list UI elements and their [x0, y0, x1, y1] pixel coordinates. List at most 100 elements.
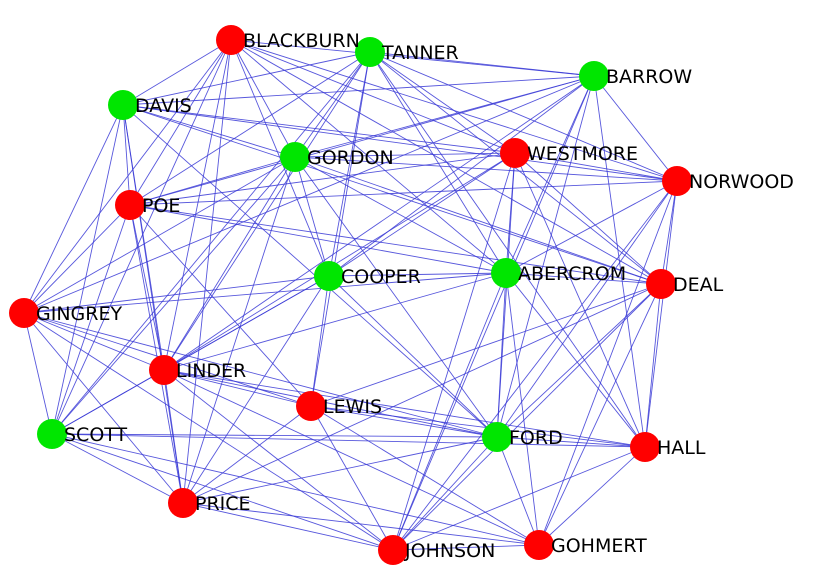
edge-gordon-cooper	[294, 156, 330, 277]
edge-blackburn-cooper	[230, 39, 330, 277]
edge-tanner-barrow	[369, 51, 595, 77]
edge-barrow-cooper	[328, 75, 595, 277]
edge-linder-johnson	[163, 369, 394, 551]
edge-ford-gohmert	[496, 436, 540, 546]
node-scott[interactable]	[37, 419, 67, 449]
edge-abercrom-hall	[505, 272, 646, 448]
node-norwood[interactable]	[662, 166, 692, 196]
edge-ford-johnson	[392, 436, 498, 551]
edge-deal-hall	[644, 283, 662, 448]
edge-cooper-abercrom	[328, 272, 507, 277]
edge-norwood-poe	[129, 180, 678, 206]
edge-davis-poe	[122, 104, 131, 206]
edge-davis-norwood	[122, 104, 678, 182]
edge-davis-gordon	[122, 104, 296, 158]
edge-linder-scott	[51, 369, 165, 435]
node-hall[interactable]	[630, 432, 660, 462]
edge-tanner-lewis	[310, 51, 371, 407]
node-price[interactable]	[168, 488, 198, 518]
edge-gordon-scott	[51, 156, 296, 435]
edge-gordon-linder	[163, 156, 296, 371]
node-johnson[interactable]	[378, 535, 408, 565]
edges-layer	[23, 39, 678, 551]
edge-scott-hall	[51, 433, 646, 448]
node-abercrom[interactable]	[491, 258, 521, 288]
node-tanner[interactable]	[355, 37, 385, 67]
edge-cooper-ford	[328, 275, 498, 438]
edge-norwood-deal	[660, 180, 678, 285]
edge-deal-lewis	[310, 283, 662, 407]
node-label-scott: SCOTT	[64, 424, 128, 446]
edge-ford-hall	[496, 436, 646, 448]
node-blackburn[interactable]	[216, 25, 246, 55]
node-linder[interactable]	[149, 355, 179, 385]
node-deal[interactable]	[646, 269, 676, 299]
node-label-price: PRICE	[195, 493, 251, 515]
edge-tanner-gordon	[294, 51, 371, 158]
node-label-gingrey: GINGREY	[36, 303, 122, 325]
edge-deal-johnson	[392, 283, 662, 551]
node-label-hall: HALL	[657, 437, 706, 459]
node-gordon[interactable]	[280, 142, 310, 172]
node-barrow[interactable]	[579, 61, 609, 91]
edge-westmore-hall	[514, 152, 646, 448]
node-lewis[interactable]	[296, 391, 326, 421]
edge-blackburn-scott	[51, 39, 232, 435]
edge-davis-westmore	[122, 104, 516, 154]
edge-poe-scott	[51, 204, 131, 435]
edge-abercrom-gohmert	[505, 272, 540, 546]
edge-poe-abercrom	[129, 204, 507, 274]
edge-gordon-poe	[129, 156, 296, 206]
node-westmore[interactable]	[500, 138, 530, 168]
edge-gordon-ford	[294, 156, 498, 438]
edge-davis-ford	[122, 104, 498, 438]
node-cooper[interactable]	[314, 261, 344, 291]
node-label-linder: LINDER	[176, 360, 246, 382]
node-label-blackburn: BLACKBURN	[243, 30, 360, 52]
edge-tanner-scott	[51, 51, 371, 435]
edge-price-gohmert	[182, 502, 540, 546]
node-poe[interactable]	[115, 190, 145, 220]
node-label-deal: DEAL	[673, 274, 724, 296]
edge-scott-gohmert	[51, 433, 540, 546]
edge-johnson-gohmert	[392, 544, 540, 551]
edge-westmore-deal	[514, 152, 662, 285]
edge-poe-price	[129, 204, 184, 504]
edge-westmore-norwood	[514, 152, 678, 182]
node-ford[interactable]	[482, 422, 512, 452]
edge-westmore-linder	[163, 152, 516, 371]
edge-gordon-deal	[294, 156, 662, 285]
edge-abercrom-johnson	[392, 272, 507, 551]
edge-gingrey-price	[23, 312, 184, 504]
edge-gordon-price	[182, 156, 296, 504]
edge-gordon-abercrom	[294, 156, 507, 274]
edge-tanner-linder	[163, 51, 371, 371]
node-gingrey[interactable]	[9, 298, 39, 328]
node-gohmert[interactable]	[524, 530, 554, 560]
edge-poe-gingrey	[23, 204, 131, 314]
edge-norwood-ford	[496, 180, 678, 438]
edge-davis-deal	[122, 104, 662, 285]
node-label-tanner: TANNER	[381, 42, 459, 64]
edge-abercrom-linder	[163, 272, 507, 371]
edge-blackburn-davis	[122, 39, 232, 106]
node-label-johnson: JOHNSON	[404, 540, 495, 562]
nodes-layer	[9, 25, 692, 565]
edge-linder-hall	[163, 369, 646, 448]
node-label-norwood: NORWOOD	[689, 171, 794, 193]
node-label-cooper: COOPER	[341, 266, 421, 288]
edge-barrow-ford	[496, 75, 595, 438]
edge-tanner-poe	[129, 51, 371, 206]
edge-westmore-cooper	[328, 152, 516, 277]
edge-barrow-davis	[122, 75, 595, 106]
edge-price-johnson	[182, 502, 394, 551]
edge-poe-linder	[129, 204, 165, 371]
node-label-barrow: BARROW	[606, 66, 692, 88]
node-label-abercrom: ABERCROM	[518, 263, 626, 285]
edge-hall-gohmert	[538, 446, 646, 546]
edge-cooper-price	[182, 275, 330, 504]
edge-lewis-johnson	[310, 405, 394, 551]
node-davis[interactable]	[108, 90, 138, 120]
edge-abercrom-ford	[496, 272, 507, 438]
edge-barrow-poe	[129, 75, 595, 206]
